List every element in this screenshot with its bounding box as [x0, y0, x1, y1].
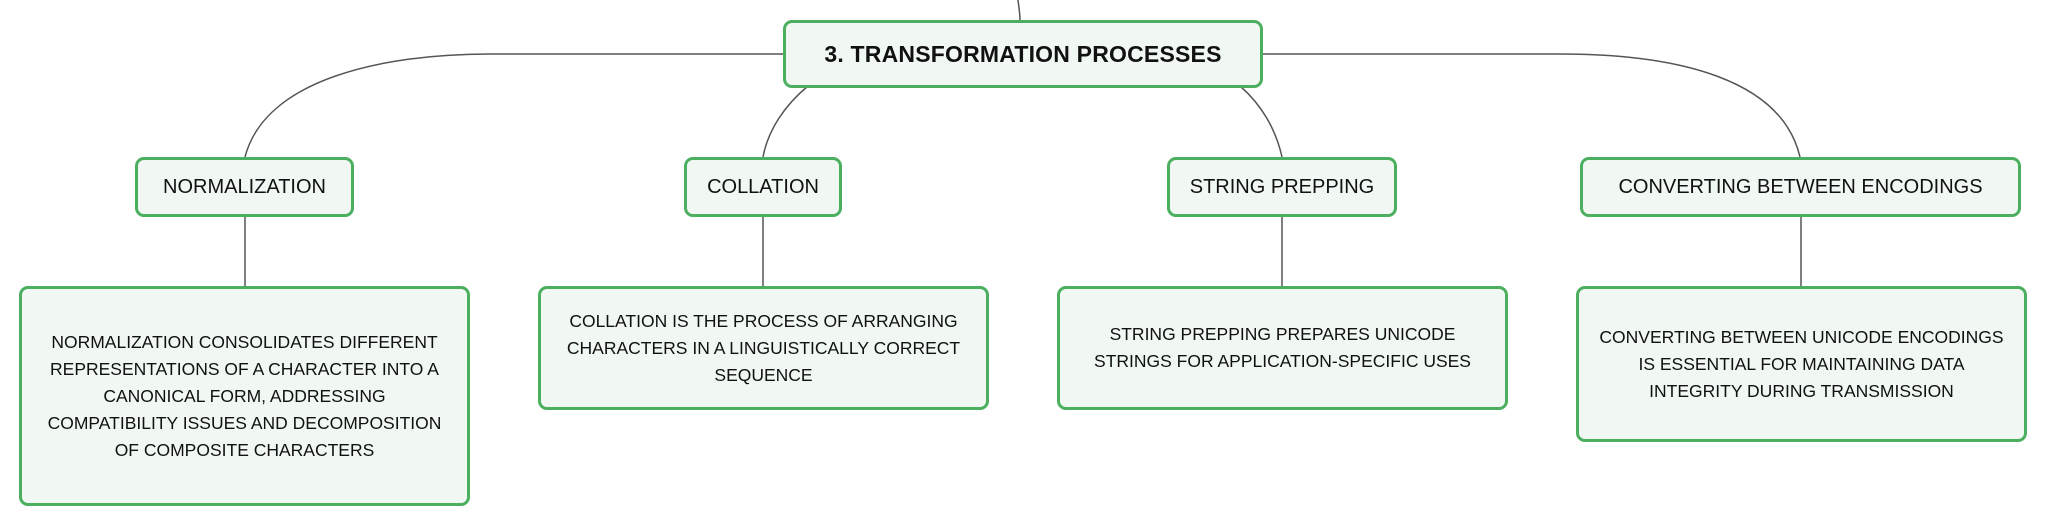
node-label: COLLATION	[707, 175, 819, 198]
connector-root-to-collation	[762, 85, 809, 158]
description-text: NORMALIZATION CONSOLIDATES DIFFERENT REP…	[47, 331, 442, 460]
node-normalization[interactable]: NORMALIZATION	[135, 157, 354, 217]
desc-collation[interactable]: COLLATION IS THE PROCESS OF ARRANGING CH…	[538, 286, 989, 410]
node-string-prepping[interactable]: STRING PREPPING	[1167, 157, 1397, 217]
node-label: NORMALIZATION	[163, 175, 326, 198]
desc-string-prepping[interactable]: STRING PREPPING PREPARES UNICODE STRINGS…	[1057, 286, 1508, 410]
connector-parent-to-root	[1017, 0, 1021, 21]
desc-converting-between-encodings[interactable]: CONVERTING BETWEEN UNICODE ENCODINGS IS …	[1576, 286, 2027, 442]
node-converting-between-encodings[interactable]: CONVERTING BETWEEN ENCODINGS	[1580, 157, 2021, 217]
desc-normalization[interactable]: NORMALIZATION CONSOLIDATES DIFFERENT REP…	[19, 286, 470, 506]
connector-root-to-string-prepping	[1239, 85, 1283, 158]
description-text: STRING PREPPING PREPARES UNICODE STRINGS…	[1094, 324, 1471, 371]
node-collation[interactable]: COLLATION	[684, 157, 842, 217]
root-title: 3. TRANSFORMATION PROCESSES	[824, 40, 1222, 67]
node-label: STRING PREPPING	[1189, 175, 1375, 198]
connector-root-to-converting	[1263, 53, 1801, 158]
node-label: CONVERTING BETWEEN ENCODINGS	[1618, 175, 1983, 198]
description-text: CONVERTING BETWEEN UNICODE ENCODINGS IS …	[1599, 326, 2004, 401]
root-node[interactable]: 3. TRANSFORMATION PROCESSES	[783, 20, 1263, 88]
connector-root-to-normalization	[244, 53, 783, 158]
description-text: COLLATION IS THE PROCESS OF ARRANGING CH…	[566, 310, 961, 385]
